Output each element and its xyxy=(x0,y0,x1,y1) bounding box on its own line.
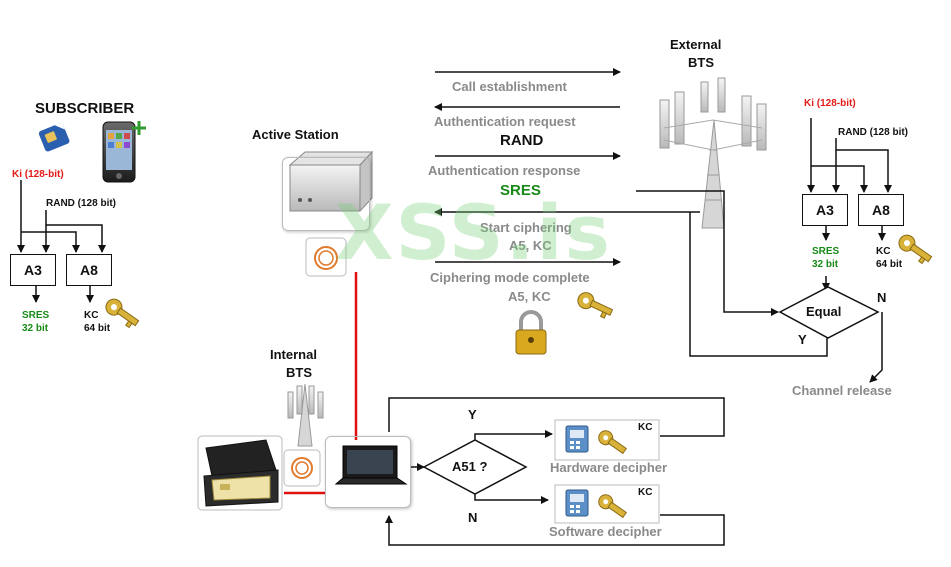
external-ki-label: Ki (128-bit) xyxy=(804,98,856,109)
msg-ciphering-complete: Ciphering mode complete xyxy=(430,270,590,285)
subscriber-a8-box: A8 xyxy=(66,254,112,286)
msg-rand: RAND xyxy=(500,132,544,149)
internal-bts-tower-icon xyxy=(287,383,324,447)
phone-icon xyxy=(102,121,146,183)
a51-no-label: N xyxy=(468,510,478,525)
message-kc-key-icon xyxy=(577,292,614,319)
subscriber-sres-bits: 32 bit xyxy=(22,323,49,334)
channel-release-label: Channel release xyxy=(792,383,892,398)
hardware-decipher-icon xyxy=(554,419,660,461)
external-a8-box: A8 xyxy=(858,194,904,226)
equipment-case-icon xyxy=(197,435,283,511)
msg-auth-request: Authentication request xyxy=(434,114,576,129)
internal-bts-line1: Internal xyxy=(270,347,317,362)
equal-label: Equal xyxy=(806,304,842,319)
active-station-frame xyxy=(282,157,370,231)
msg-start-ciphering: Start ciphering xyxy=(480,220,572,235)
software-kc-label: KC xyxy=(638,487,653,498)
subscriber-kc-bits: 64 bit xyxy=(84,323,111,334)
subscriber-sres-label: SRES xyxy=(22,310,50,321)
external-sres-bits: 32 bit xyxy=(812,259,839,270)
internal-bts-line2: BTS xyxy=(286,365,312,380)
active-station-cable-icon xyxy=(305,237,347,277)
subscriber-a3-box: A3 xyxy=(10,254,56,286)
msg-sres: SRES xyxy=(500,182,541,199)
subscriber-kc-key-icon xyxy=(105,298,140,329)
software-decipher-icon xyxy=(554,484,660,524)
external-kc-key-icon xyxy=(898,234,933,265)
msg-ciphering-complete-params: A5, KC xyxy=(508,289,551,304)
equal-no-label: N xyxy=(877,290,887,305)
subscriber-title: SUBSCRIBER xyxy=(35,100,135,117)
decipher-loop-lines xyxy=(385,397,725,546)
active-station-device-icon xyxy=(288,150,374,213)
subscriber-rand-label: RAND (128 bit) xyxy=(46,198,117,209)
watermark-text: XSS.is xyxy=(335,188,612,277)
a51-decision-label: A51 ? xyxy=(452,459,488,474)
msg-call-establishment: Call establishment xyxy=(452,79,567,94)
a51-yes-label: Y xyxy=(468,407,477,422)
laptop-icon xyxy=(334,445,408,485)
message-arrows xyxy=(434,68,700,266)
equal-yes-label: Y xyxy=(798,332,807,347)
external-sres-label: SRES xyxy=(812,246,840,257)
external-kc-label: KC xyxy=(876,246,891,257)
hardware-decipher-label: Hardware decipher xyxy=(550,460,668,475)
subscriber-wiring xyxy=(17,180,106,303)
software-decipher-label: Software decipher xyxy=(549,524,662,539)
laptop-frame xyxy=(325,436,411,508)
equal-decision-diamond xyxy=(778,286,880,339)
sim-card-icon xyxy=(38,122,70,152)
hardware-kc-label: KC xyxy=(638,422,653,433)
lock-icon xyxy=(515,310,547,355)
msg-auth-response: Authentication response xyxy=(428,163,581,178)
a51-decision-diamond xyxy=(422,439,528,495)
external-wiring xyxy=(636,118,892,383)
external-a3-box: A3 xyxy=(802,194,848,226)
external-rand-label: RAND (128 bit) xyxy=(838,127,909,138)
external-bts-line1: External xyxy=(670,37,722,52)
msg-start-ciphering-params: A5, KC xyxy=(509,238,552,253)
external-bts-tower-icon xyxy=(659,77,767,229)
external-bts-line2: BTS xyxy=(688,55,714,70)
active-station-title: Active Station xyxy=(252,127,339,142)
subscriber-ki-label: Ki (128-bit) xyxy=(12,169,64,180)
subscriber-kc-label: KC xyxy=(84,310,99,321)
internal-cable-icon xyxy=(283,449,321,487)
external-kc-bits: 64 bit xyxy=(876,259,903,270)
